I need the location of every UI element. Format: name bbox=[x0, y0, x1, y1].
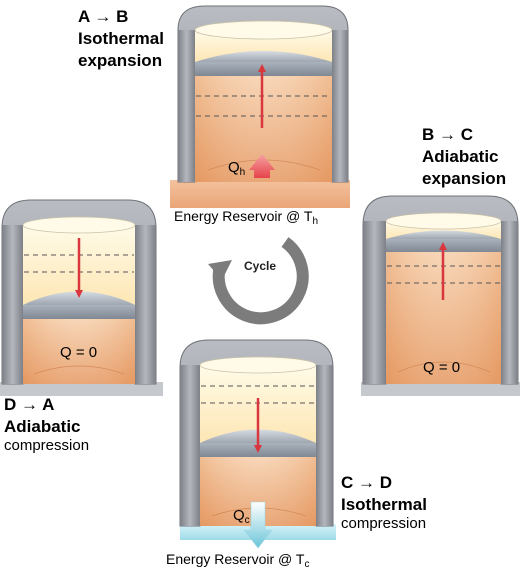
process-label-cd-line2: compression bbox=[341, 515, 427, 532]
process-label-ab-line2: expansion bbox=[78, 51, 163, 70]
cycle-arrow-icon bbox=[208, 237, 309, 325]
step-label-ab: A → B bbox=[78, 7, 129, 26]
hot-reservoir-bar bbox=[170, 180, 350, 208]
piston bbox=[195, 62, 332, 76]
reservoir-text: Energy Reservoir @ T bbox=[166, 551, 305, 567]
process-label-bc-line2: expansion bbox=[422, 169, 507, 188]
cylinder-da bbox=[0, 199, 163, 396]
cylinder-bc bbox=[361, 195, 520, 396]
process-label-cd-line1: Isothermal bbox=[341, 495, 427, 514]
process-label-ab-line1: Isothermal bbox=[78, 29, 164, 48]
heat-symbol: Q bbox=[228, 159, 240, 176]
heat-out-arrow bbox=[243, 501, 273, 549]
heat-label-bc: Q = 0 bbox=[423, 359, 461, 376]
hot-reservoir-label: Energy Reservoir @ Th bbox=[174, 209, 318, 228]
heat-subscript: c bbox=[244, 515, 250, 526]
step-label-da: D → A bbox=[4, 395, 55, 414]
heat-in-arrow bbox=[249, 154, 275, 178]
cylinder-cd bbox=[179, 339, 336, 549]
process-label-da-line1: Adiabatic bbox=[4, 417, 81, 436]
heat-label-qh: Qh bbox=[228, 160, 245, 179]
piston-dome bbox=[195, 51, 332, 62]
reservoir-text: Energy Reservoir @ T bbox=[174, 208, 313, 224]
piston bbox=[23, 305, 135, 319]
process-label-da-line2: compression bbox=[4, 437, 90, 454]
heat-symbol: Q bbox=[233, 507, 245, 524]
cold-reservoir-label: Energy Reservoir @ Tc bbox=[166, 552, 309, 571]
insulating-base bbox=[0, 382, 163, 396]
reservoir-subscript: c bbox=[304, 559, 310, 570]
cylinder-ab bbox=[170, 5, 350, 208]
process-label-bc-line1: Adiabatic bbox=[422, 147, 499, 166]
heat-label-qc: Qc bbox=[233, 508, 250, 527]
heat-label-da: Q = 0 bbox=[60, 344, 98, 361]
step-label-cd: C → D bbox=[341, 473, 392, 492]
heat-subscript: h bbox=[239, 167, 246, 178]
insulating-base bbox=[361, 382, 520, 396]
step-label-bc: B → C bbox=[422, 125, 473, 144]
cycle-label: Cycle bbox=[244, 259, 277, 273]
reservoir-subscript: h bbox=[312, 216, 319, 227]
